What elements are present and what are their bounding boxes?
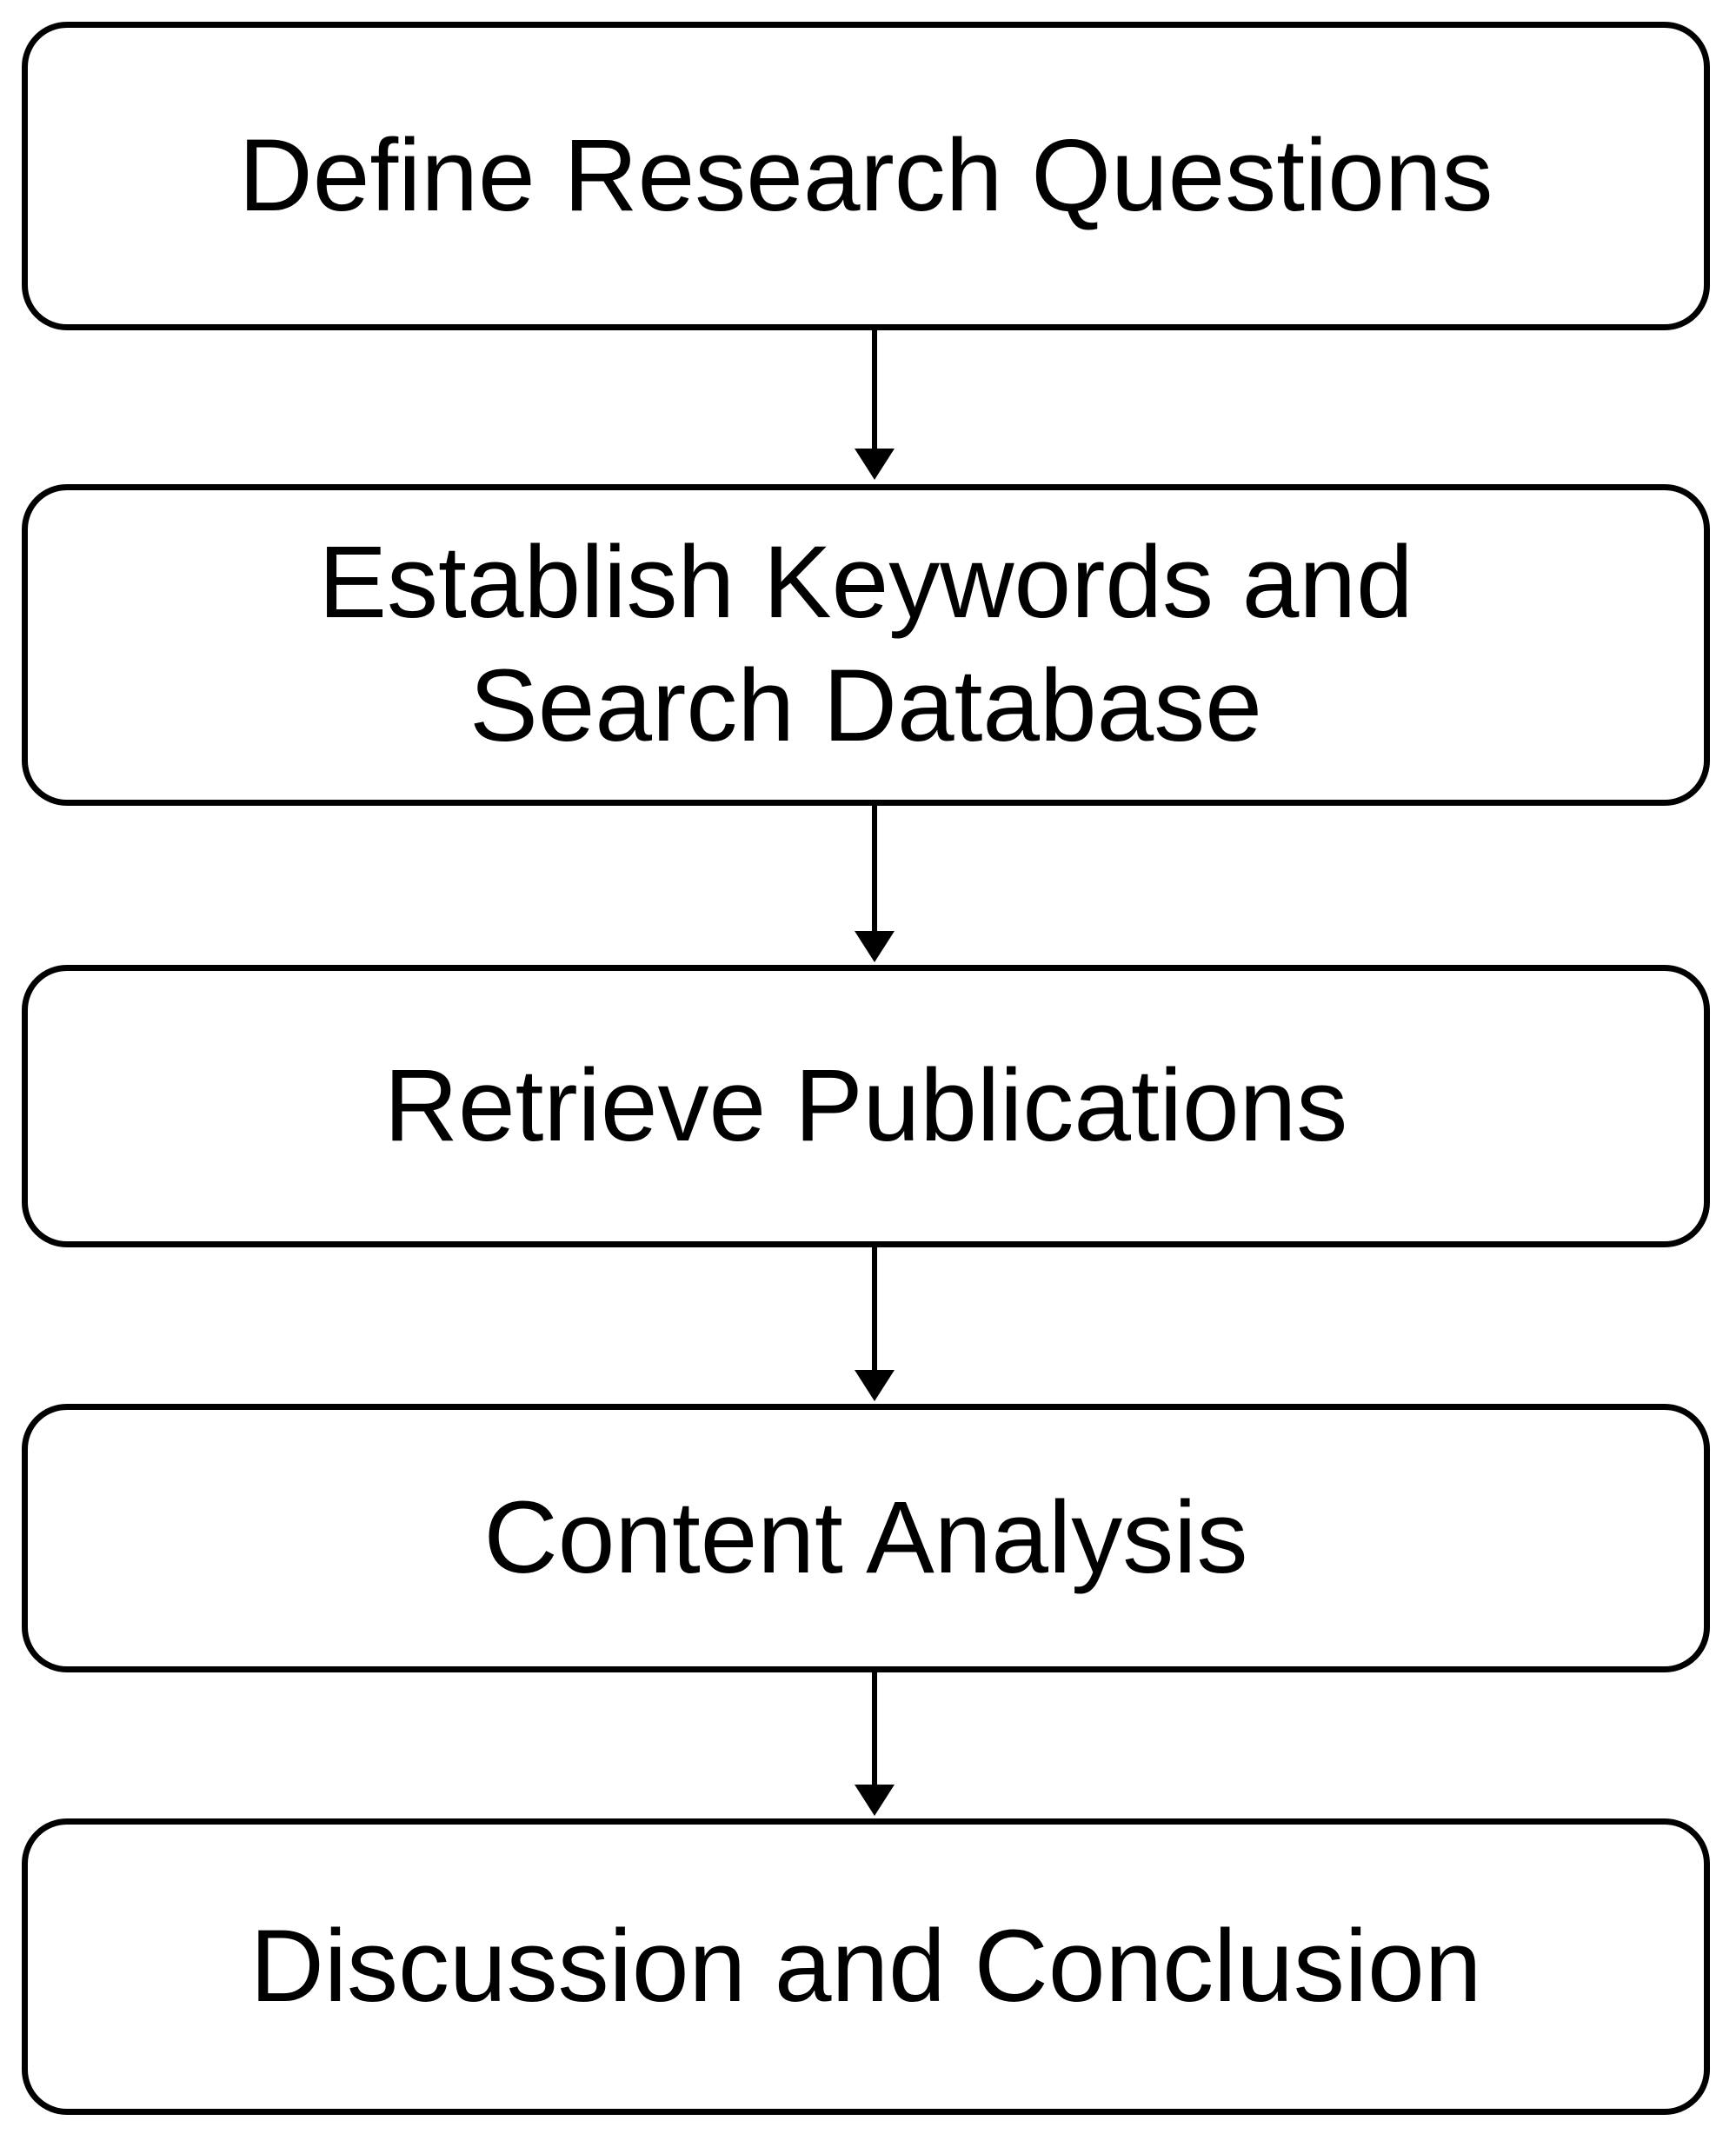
flow-arrow-3: [855, 1247, 895, 1401]
step-label-line-2: Search Database: [469, 648, 1262, 763]
step-define-research-questions: Define Research Questions: [22, 22, 1710, 330]
step-establish-keywords-and-search-database: Establish Keywords and Search Database: [22, 484, 1710, 806]
arrow-line: [872, 806, 877, 931]
arrow-down-icon: [855, 931, 895, 962]
arrow-down-icon: [855, 1370, 895, 1401]
flow-arrow-2: [855, 806, 895, 962]
arrow-down-icon: [855, 449, 895, 480]
step-retrieve-publications: Retrieve Publications: [22, 965, 1710, 1247]
arrow-line: [872, 1672, 877, 1785]
arrow-down-icon: [855, 1785, 895, 1816]
step-label: Define Research Questions: [238, 117, 1493, 233]
arrow-line: [872, 1247, 877, 1370]
step-label: Content Analysis: [483, 1479, 1248, 1595]
arrow-line: [872, 330, 877, 449]
step-discussion-and-conclusion: Discussion and Conclusion: [22, 1818, 1710, 2115]
step-content-analysis: Content Analysis: [22, 1404, 1710, 1672]
flow-arrow-4: [855, 1672, 895, 1816]
step-label-line-1: Establish Keywords and: [318, 525, 1413, 641]
flow-arrow-1: [855, 330, 895, 480]
step-label: Retrieve Publications: [383, 1047, 1348, 1163]
step-label: Discussion and Conclusion: [249, 1908, 1482, 2024]
